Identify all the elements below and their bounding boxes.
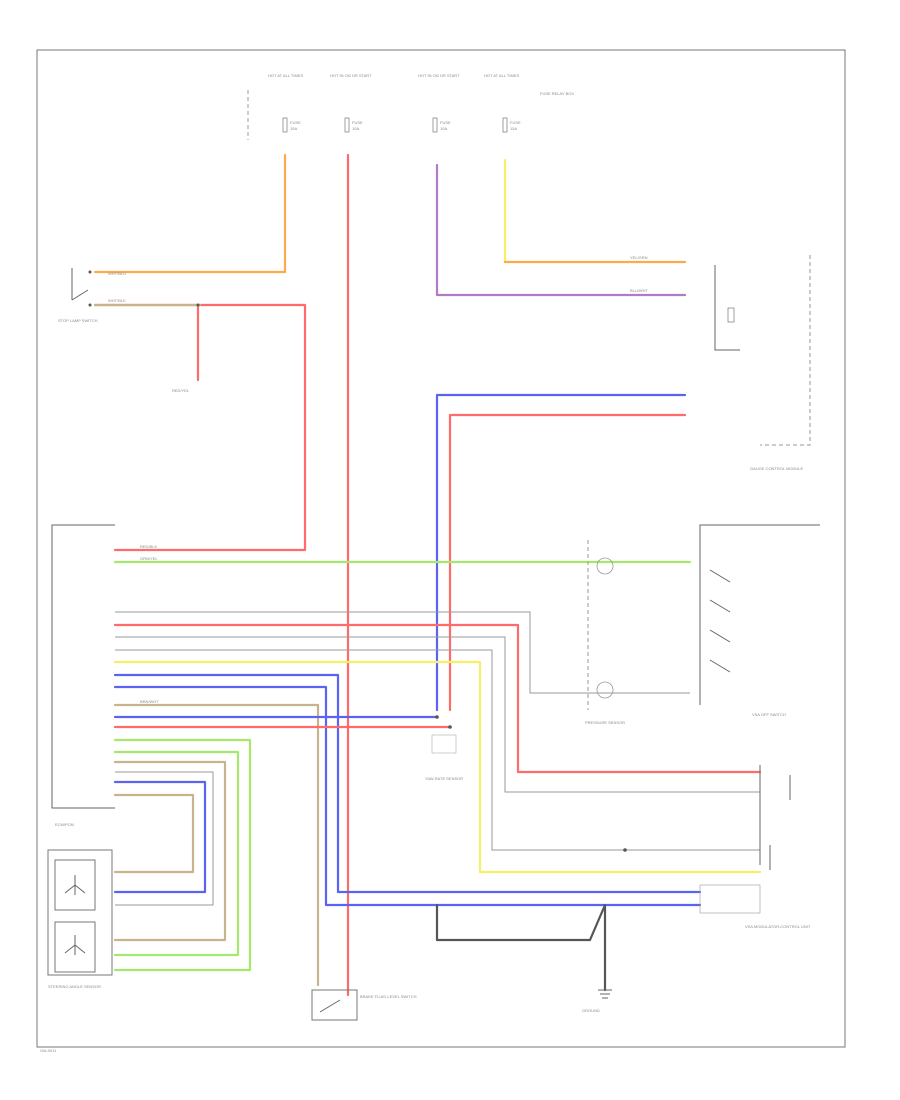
wire-blue-can — [435, 393, 687, 712]
svg-text:VSA MODULATOR-CONTROL UNIT: VSA MODULATOR-CONTROL UNIT — [745, 924, 811, 929]
fuse-header-1: HOT AT ALL TIMES — [268, 73, 303, 78]
brake-fluid-level-switch: BRAKE FLUID LEVEL SWITCH — [311, 989, 417, 1021]
wire-blue-6 — [113, 673, 702, 894]
svg-text:ECM/PCM: ECM/PCM — [55, 822, 74, 827]
svg-text:FUSE: FUSE — [510, 120, 521, 125]
wire-red-2 — [113, 623, 762, 774]
wire-label-1: WHT/BLU — [108, 271, 126, 276]
fuse-2: FUSE 10A — [344, 117, 363, 133]
svg-text:FUSE: FUSE — [352, 120, 363, 125]
wire-yellow-5 — [113, 660, 762, 874]
fuse-1: FUSE 15A — [282, 117, 301, 133]
vsa-modulator: VSA MODULATOR-CONTROL UNIT — [699, 765, 811, 929]
wire-dark-ground — [435, 903, 607, 992]
wire-tan-16 — [113, 793, 195, 874]
fuse-header-3: HOT IN ON OR START — [418, 73, 460, 78]
svg-text:YAW RATE SENSOR: YAW RATE SENSOR — [425, 776, 463, 781]
wire-blue-7 — [113, 685, 702, 907]
pressure-sensor: PRESSURE SENSOR — [585, 540, 625, 725]
gauge-control-module: GAUGE CONTROL MODULE — [714, 255, 811, 471]
wire-blue-15 — [113, 780, 207, 894]
junction-node — [623, 848, 627, 852]
wire-label-4: BLU/WHT — [630, 288, 649, 293]
svg-text:15A: 15A — [510, 126, 517, 131]
wire-orange-fuse1 — [93, 153, 287, 274]
diagram-frame — [36, 49, 846, 1048]
wire-tan-13 — [113, 760, 227, 942]
svg-text:STOP LAMP SWITCH: STOP LAMP SWITCH — [58, 318, 98, 323]
svg-text:VSA OFF SWITCH: VSA OFF SWITCH — [752, 712, 786, 717]
yaw-rate-sensor: YAW RATE SENSOR — [425, 734, 463, 781]
ecm-pcm-module: ECM/PCM — [51, 524, 115, 827]
svg-text:10A: 10A — [352, 126, 359, 131]
wire-green-12 — [113, 750, 240, 957]
wire-purple-fuse3 — [435, 163, 687, 297]
svg-text:BRAKE FLUID LEVEL SWITCH: BRAKE FLUID LEVEL SWITCH — [360, 994, 417, 999]
wire-gray-3 — [115, 636, 760, 793]
stop-lamp-switch: STOP LAMP SWITCH — [58, 268, 98, 323]
wire-label-5: RED/BLK — [140, 544, 157, 549]
wire-label-2: WHT/BLK — [108, 298, 126, 303]
stop-branch-terminal: RED/YEL — [172, 303, 200, 393]
wire-label-3: YEL/GRN — [630, 255, 648, 260]
svg-text:RED/YEL: RED/YEL — [172, 388, 190, 393]
ground-symbol: GROUND — [582, 989, 612, 1013]
svg-text:15A: 15A — [290, 126, 297, 131]
footer-code: GM-0011 — [40, 1048, 57, 1053]
wire-red-stop-out — [93, 303, 307, 552]
wire-label-6: GRN/YEL — [140, 556, 158, 561]
wire-label-7: BRN/WHT — [140, 699, 159, 704]
svg-text:FUSE: FUSE — [290, 120, 301, 125]
junction-node — [435, 715, 439, 719]
junction-node — [448, 725, 452, 729]
steering-angle-sensor: STEERING ANGLE SENSOR — [47, 849, 113, 989]
svg-text:STEERING ANGLE SENSOR: STEERING ANGLE SENSOR — [48, 984, 101, 989]
fuse-4: FUSE 15A — [502, 117, 521, 133]
svg-text:PRESSURE SENSOR: PRESSURE SENSOR — [585, 720, 625, 725]
fuse-box-label: FUSE RELAY BOX — [540, 91, 574, 96]
svg-text:FUSE: FUSE — [440, 120, 451, 125]
fuse-header-4: HOT AT ALL TIMES — [484, 73, 519, 78]
wire-green-11 — [113, 738, 252, 972]
svg-text:10A: 10A — [440, 126, 447, 131]
fuse-header-2: HOT IN ON OR START — [330, 73, 372, 78]
svg-text:GAUGE CONTROL MODULE: GAUGE CONTROL MODULE — [750, 466, 804, 471]
wire-gray-1 — [115, 611, 690, 694]
svg-text:GROUND: GROUND — [582, 1008, 600, 1013]
vsa-off-switch: VSA OFF SWITCH — [699, 524, 820, 717]
fuse-3: FUSE 10A — [432, 117, 451, 133]
wire-tan-8 — [113, 703, 320, 987]
wire-gray-14 — [115, 771, 214, 906]
